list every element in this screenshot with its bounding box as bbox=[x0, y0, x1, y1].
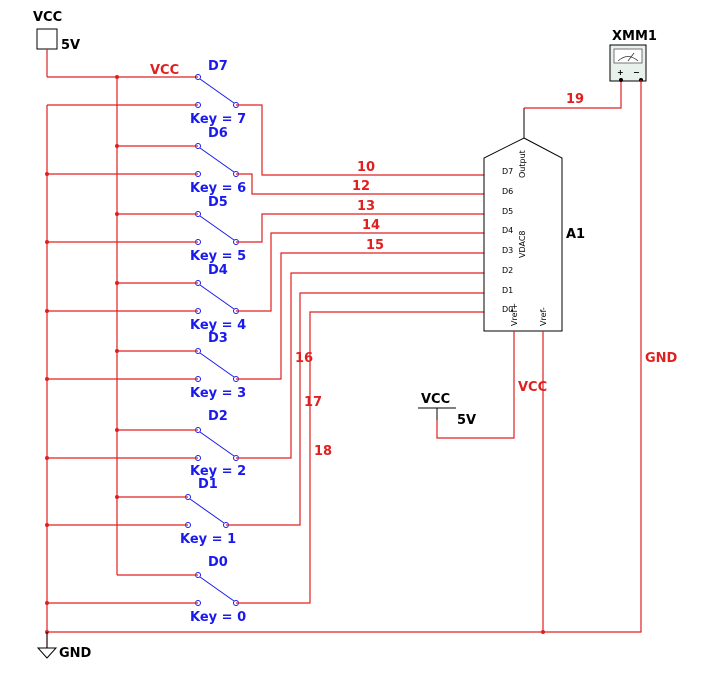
switch-d5-name: D5 bbox=[208, 195, 228, 210]
net-label-19: 19 bbox=[566, 92, 584, 107]
wire-output bbox=[524, 80, 622, 109]
switch-d0-key: Key = 0 bbox=[190, 610, 246, 625]
switch-d2-key: Key = 2 bbox=[190, 464, 246, 479]
switch-d1-name: D1 bbox=[198, 477, 218, 492]
dac-pin-d7: D7 bbox=[502, 167, 513, 176]
net-label-10: 10 bbox=[357, 160, 375, 175]
dac-pin-d6: D6 bbox=[502, 187, 513, 196]
switch-d1-key: Key = 1 bbox=[180, 532, 236, 547]
dac-ref-label: A1 bbox=[566, 227, 585, 242]
vcc-source-mid-label: VCC bbox=[421, 392, 450, 407]
switch-d1[interactable]: D1 Key = 1 bbox=[180, 477, 236, 547]
net-label-13: 13 bbox=[357, 199, 375, 214]
ground-label: GND bbox=[59, 646, 92, 661]
vcc-source-mid[interactable]: VCC 5V bbox=[418, 392, 476, 428]
dac-pin-d1: D1 bbox=[502, 286, 513, 295]
dac-pin-d2: D2 bbox=[502, 266, 513, 275]
switch-d3[interactable]: D3 Key = 3 bbox=[190, 331, 246, 401]
switch-d4-name: D4 bbox=[208, 263, 228, 278]
wire-d3 bbox=[236, 252, 484, 380]
switch-d6-key: Key = 6 bbox=[190, 181, 246, 196]
switch-d7-name: D7 bbox=[208, 59, 228, 74]
switch-d7[interactable]: D7 Key = 7 bbox=[190, 59, 246, 127]
multimeter-plus: + bbox=[617, 68, 624, 77]
ground-symbol[interactable]: GND bbox=[36, 632, 92, 661]
multimeter-minus: − bbox=[633, 68, 640, 77]
wire-d4 bbox=[236, 232, 484, 312]
switch-d4-key: Key = 4 bbox=[190, 318, 246, 333]
wire-vref-plus bbox=[436, 331, 515, 439]
switch-d5-key: Key = 5 bbox=[190, 249, 246, 264]
switch-d3-name: D3 bbox=[208, 331, 228, 346]
switch-d5[interactable]: D5 Key = 5 bbox=[190, 195, 246, 264]
junction-dots bbox=[45, 75, 545, 634]
wire-d5 bbox=[236, 213, 484, 243]
vcc-source-top-label: VCC bbox=[33, 10, 62, 25]
switch-d6-name: D6 bbox=[208, 126, 228, 141]
net-label-vcc-vref: VCC bbox=[518, 380, 547, 395]
net-label-vcc-top: VCC bbox=[150, 63, 179, 78]
wire-d2 bbox=[236, 272, 484, 459]
wire-d6 bbox=[236, 173, 484, 195]
dac-pin-d3: D3 bbox=[502, 246, 513, 255]
dac-pin-d5: D5 bbox=[502, 207, 513, 216]
dac-pin-d4: D4 bbox=[502, 226, 513, 235]
dac-vdac8[interactable]: D7 D6 D5 D4 D3 D2 D1 D0 Output VDAC8 Vre… bbox=[483, 108, 563, 332]
vcc-source-top[interactable]: VCC 5V bbox=[33, 10, 80, 77]
net-label-17: 17 bbox=[304, 395, 322, 410]
vcc-source-mid-value: 5V bbox=[457, 413, 476, 428]
multimeter-xmm1[interactable]: + − XMM1 bbox=[609, 29, 657, 82]
net-label-16: 16 bbox=[295, 351, 313, 366]
switch-d3-key: Key = 3 bbox=[190, 386, 246, 401]
multimeter-label: XMM1 bbox=[612, 29, 657, 44]
net-label-gnd: GND bbox=[645, 351, 678, 366]
wire-d7 bbox=[236, 104, 484, 176]
dac-pin-vref-plus: Vref+ bbox=[510, 303, 519, 326]
net-label-12: 12 bbox=[352, 179, 370, 194]
switch-d0[interactable]: D0 Key = 0 bbox=[190, 555, 246, 625]
dac-pin-output: Output bbox=[518, 150, 527, 178]
vcc-source-top-value: 5V bbox=[61, 38, 80, 53]
switch-d2-name: D2 bbox=[208, 409, 228, 424]
wire-gnd-return bbox=[47, 80, 642, 633]
wire-d1 bbox=[226, 292, 484, 526]
dac-part-name: VDAC8 bbox=[518, 231, 527, 259]
net-label-14: 14 bbox=[362, 218, 380, 233]
switch-d4[interactable]: D4 Key = 4 bbox=[190, 263, 246, 333]
dac-pin-d0: D0 bbox=[502, 305, 513, 314]
wire-d0 bbox=[236, 311, 484, 604]
switch-d0-name: D0 bbox=[208, 555, 228, 570]
net-label-18: 18 bbox=[314, 444, 332, 459]
switch-d6[interactable]: D6 Key = 6 bbox=[190, 126, 246, 196]
switch-d7-key: Key = 7 bbox=[190, 112, 246, 127]
switch-d2[interactable]: D2 Key = 2 bbox=[190, 409, 246, 479]
net-label-15: 15 bbox=[366, 238, 384, 253]
dac-pin-vref-minus: Vref- bbox=[539, 307, 548, 326]
